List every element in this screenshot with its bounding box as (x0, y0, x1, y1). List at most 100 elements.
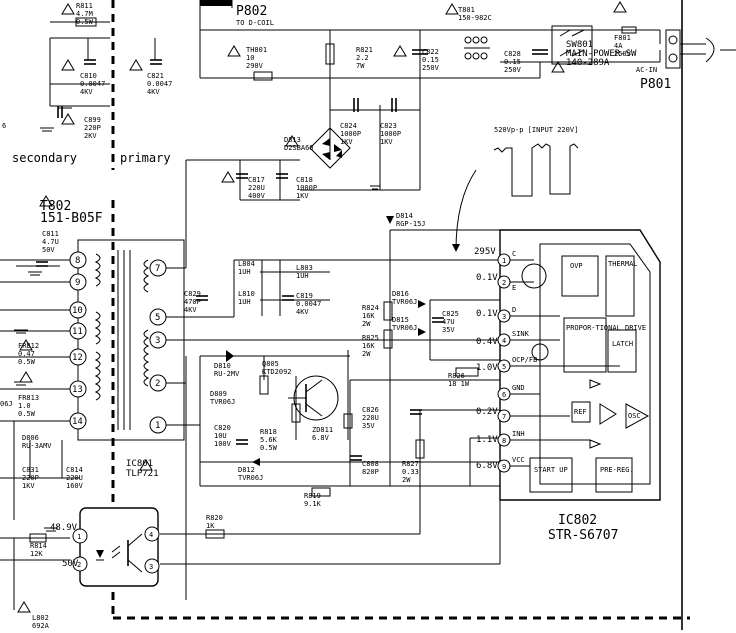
svg-text:11: 11 (72, 327, 83, 337)
isolation-boundary (111, 0, 690, 620)
svg-text:3: 3 (149, 563, 153, 571)
d810-label-line2: RU-2MV (214, 370, 240, 378)
transformer-pin-7: 7 (149, 259, 167, 277)
r814-label-line1: R814 (30, 542, 47, 550)
c819-label-line2: 0.0047 (296, 300, 321, 308)
c823-symbol (391, 98, 397, 112)
l810-label-line2: 1UH (238, 298, 251, 306)
p802-ref: P802 (236, 4, 267, 19)
ac-input-wiring (199, 0, 736, 630)
r818-label-line2: 5.6K (260, 436, 278, 444)
r818-label-line1: R818 (260, 428, 277, 436)
d812-label-line1: D812 (238, 466, 255, 474)
t801-label-line1: T801 (458, 6, 475, 14)
ic801-voltage-pin2: 50V (62, 559, 79, 569)
c821-label-line1: C821 (147, 72, 164, 80)
waveform-label: 520Vp-p [INPUT 220V] (494, 126, 578, 134)
component-labels: R8114.7M0.5WC8100.00474KVC8210.00474KVC8… (0, 2, 637, 630)
r821-label-line1: R821 (356, 46, 373, 54)
voltage-pin4: 0.4V (476, 337, 498, 347)
fr813-label-line3: 0.5W (18, 410, 36, 418)
transformer-pin-12: 12 (69, 348, 87, 366)
sw801-label-line2: MAIN-POWER-SW (566, 49, 637, 59)
top-left-wiring (49, 17, 162, 118)
c831-label-line3: 1KV (22, 482, 35, 490)
c826-label-line1: C826 (362, 406, 379, 414)
c817-label-line2: 220U (248, 184, 265, 192)
c818-label-line2: 1000P (296, 184, 317, 192)
c810-label-line3: 4KV (80, 88, 93, 96)
c899-label-line3: 2KV (84, 132, 97, 140)
svg-text:2: 2 (155, 379, 160, 389)
transformer-pin-10: 10 (69, 301, 87, 319)
d813-label-line1: D813 (284, 136, 301, 144)
c818-label-line1: C818 (296, 176, 313, 184)
ic802-pin-name-d: D (512, 306, 516, 314)
r825-label-line1: R825 (362, 334, 379, 342)
c831-label-line1: C831 (22, 466, 39, 474)
waveform-trace (493, 143, 579, 197)
ic802-pin-1: 1 (497, 253, 511, 267)
c808-label-line1: C808 (362, 460, 379, 468)
svg-text:2: 2 (77, 561, 81, 569)
c823-label-line3: 1KV (380, 138, 393, 146)
ic802-block-drive: PROPOR-TIONAL DRIVE (566, 324, 646, 332)
c824-label-line1: C824 (340, 122, 357, 130)
svg-text:9: 9 (75, 278, 80, 288)
svg-text:4: 4 (502, 337, 506, 345)
voltage-pin7: 0.2V (476, 407, 498, 417)
ic802-pin-9: 9 (497, 459, 511, 473)
r825-label-line3: 2W (362, 350, 371, 358)
voltage-pin5: 1.0V (476, 363, 498, 373)
r819-label-line1: R819 (304, 492, 321, 500)
r811-label-line1: R811 (76, 2, 93, 10)
l804-label-line1: L804 (238, 260, 255, 268)
transformer-pin-9: 9 (69, 273, 87, 291)
d814-label-line2: RGP-15J (396, 220, 426, 228)
f801-label-line2: 4A (614, 42, 623, 50)
primary-wiring (160, 159, 501, 600)
l802-label-line2: 692A (32, 622, 50, 630)
c811-label-line3: 50V (42, 246, 55, 254)
voltage-pin9: 6.8V (476, 461, 498, 471)
c828-symbol (532, 49, 548, 55)
fr813-label-line1: FR813 (18, 394, 39, 402)
p802-desc: TO D-COIL (236, 19, 274, 27)
t802-label-line2: 151-B05F (40, 211, 103, 226)
transformer-pin-13: 13 (69, 380, 87, 398)
ic802-pin-3: 3 (497, 309, 511, 323)
c826-label-line3: 35V (362, 422, 375, 430)
zd811-label-line1: ZD811 (312, 426, 333, 434)
c828-label-line1: C828 (504, 50, 521, 58)
ic802-pin-name-ocp: OCP/FB (512, 356, 537, 364)
transformer-pin-3: 3 (149, 331, 167, 349)
d809-label-line2: TVR06J (210, 398, 235, 406)
c822-symbol (412, 49, 428, 55)
ic801-pin-4: 4 (144, 526, 160, 542)
svg-text:13: 13 (72, 385, 83, 395)
svg-text:8: 8 (502, 437, 506, 445)
c822-label-line1: C822 (422, 48, 439, 56)
ic802-pin-name-inh: INH (512, 430, 525, 438)
ic801-optocoupler (79, 507, 159, 587)
c817-label-line1: C817 (248, 176, 265, 184)
r820-label-line1: R820 (206, 514, 223, 522)
ic802-pin-4: 4 (497, 333, 511, 347)
l803-label-line2: 1UH (296, 272, 309, 280)
c899-label-line1: C899 (84, 116, 101, 124)
fr813-label-line2: 1.0 (18, 402, 31, 410)
p801-ref: P801 (640, 77, 671, 92)
c828-label-line3: 250V (504, 66, 522, 74)
d806-label-line1: D806 (22, 434, 39, 442)
ic802-ref: IC802 (558, 513, 597, 528)
q805-label-line2: KTD2092 (262, 368, 292, 376)
svg-text:1: 1 (155, 421, 160, 431)
r821-symbol (325, 43, 335, 65)
d815-label-line2: TVR06J (392, 324, 417, 332)
r811-label-line2: 4.7M (76, 10, 93, 18)
d812-label-line2: TVR06J (238, 474, 263, 482)
c828-label-line2: 0.15 (504, 58, 521, 66)
r821-label-line3: 7W (356, 62, 365, 70)
svg-text:7: 7 (155, 264, 160, 274)
ic802-pin-name-e: E (512, 284, 516, 292)
